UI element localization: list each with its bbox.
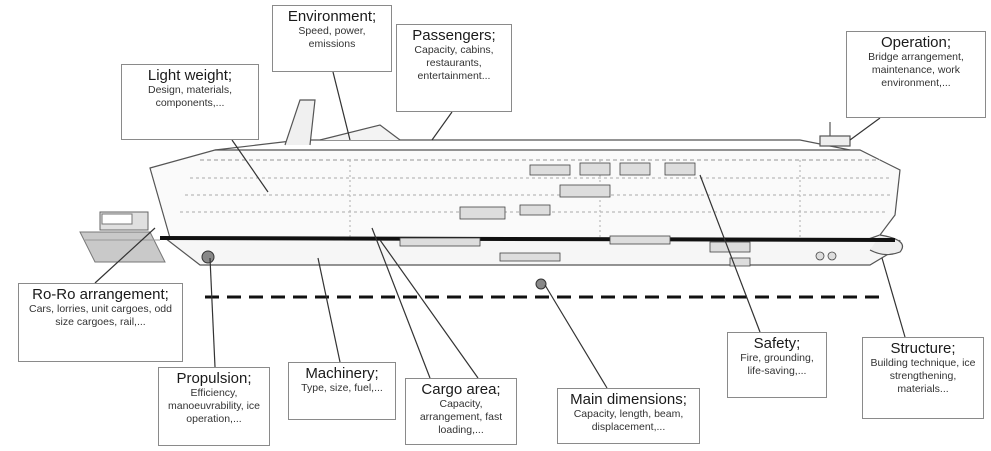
main-dimensions-title: Main dimensions; [570, 391, 687, 408]
light-weight-details: Design, materials, components,... [147, 84, 233, 109]
safety-title: Safety; [753, 335, 801, 352]
machinery-details: Type, size, fuel,... [301, 382, 383, 394]
label-structure: Structure; Building technique, ice stren… [862, 337, 984, 419]
leader-lines [94, 71, 906, 389]
label-propulsion: Propulsion; Efficiency, manoeuvrability,… [158, 367, 270, 446]
quay-ramp [79, 211, 166, 263]
label-light-weight: Light weight; Design, materials, compone… [121, 64, 259, 140]
label-environment: Environment; Speed, power, emissions [272, 5, 392, 72]
label-passengers: Passengers; Capacity, cabins, restaurant… [396, 24, 512, 112]
waterline [159, 236, 896, 242]
ship-hull [149, 99, 901, 243]
label-safety: Safety; Fire, grounding, life-saving,... [727, 332, 827, 398]
label-roro-arrangement: Ro-Ro arrangement; Cars, lorries, unit c… [18, 283, 183, 362]
cargo-area-details: Capacity, arrangement, fast loading,... [419, 398, 503, 436]
passengers-title: Passengers; [412, 27, 496, 44]
light-weight-title: Light weight; [147, 67, 233, 84]
passengers-details: Capacity, cabins, restaurants, entertain… [414, 44, 494, 82]
roro-title: Ro-Ro arrangement; [32, 286, 169, 303]
structure-details: Building technique, ice strengthening, m… [870, 357, 976, 395]
cargo-area-title: Cargo area; [421, 381, 501, 398]
vehicles [399, 162, 837, 267]
machinery-title: Machinery; [305, 365, 379, 382]
label-main-dimensions: Main dimensions; Capacity, length, beam,… [557, 388, 700, 444]
operation-details: Bridge arrangement, maintenance, work en… [868, 51, 964, 89]
propulsion-details: Efficiency, manoeuvrability, ice operati… [167, 387, 260, 425]
propeller-icon [201, 250, 547, 290]
main-dimensions-details: Capacity, length, beam, displacement,... [573, 408, 684, 433]
label-operation: Operation; Bridge arrangement, maintenan… [846, 31, 986, 118]
environment-details: Speed, power, emissions [298, 25, 366, 50]
propulsion-title: Propulsion; [176, 370, 252, 387]
structure-title: Structure; [890, 340, 956, 357]
roro-details: Cars, lorries, unit cargoes, odd size ca… [29, 303, 172, 328]
operation-title: Operation; [880, 34, 952, 51]
label-machinery: Machinery; Type, size, fuel,... [288, 362, 396, 420]
safety-details: Fire, grounding, life-saving,... [740, 352, 814, 377]
label-cargo-area: Cargo area; Capacity, arrangement, fast … [405, 378, 517, 445]
environment-title: Environment; [287, 8, 377, 25]
